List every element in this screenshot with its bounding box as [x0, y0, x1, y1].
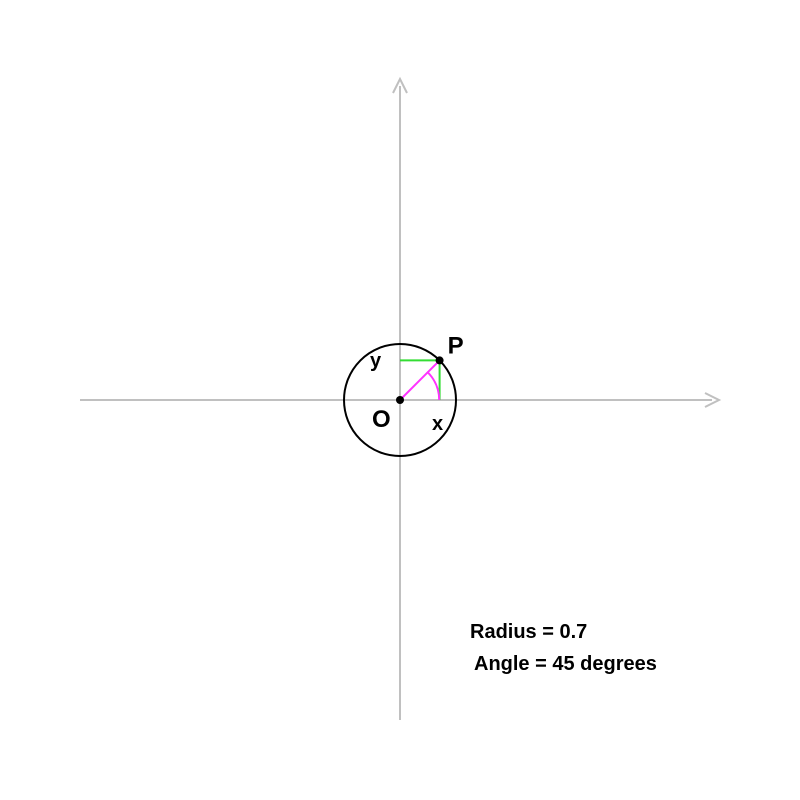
circle	[343, 343, 457, 457]
point-p	[435, 356, 444, 365]
point-p-label: P	[448, 332, 464, 359]
origin-point	[396, 396, 404, 404]
y-label: y	[370, 350, 382, 372]
x-axis-arrowhead	[704, 392, 722, 408]
radius-info: Radius = 0.7	[470, 621, 588, 643]
angle-arc	[426, 371, 441, 401]
origin-label: O	[372, 406, 391, 433]
radius-line	[399, 359, 441, 401]
y-axis-arrowhead	[392, 76, 408, 94]
angle-info: Angle = 45 degrees	[474, 653, 657, 675]
x-label: x	[432, 413, 443, 435]
